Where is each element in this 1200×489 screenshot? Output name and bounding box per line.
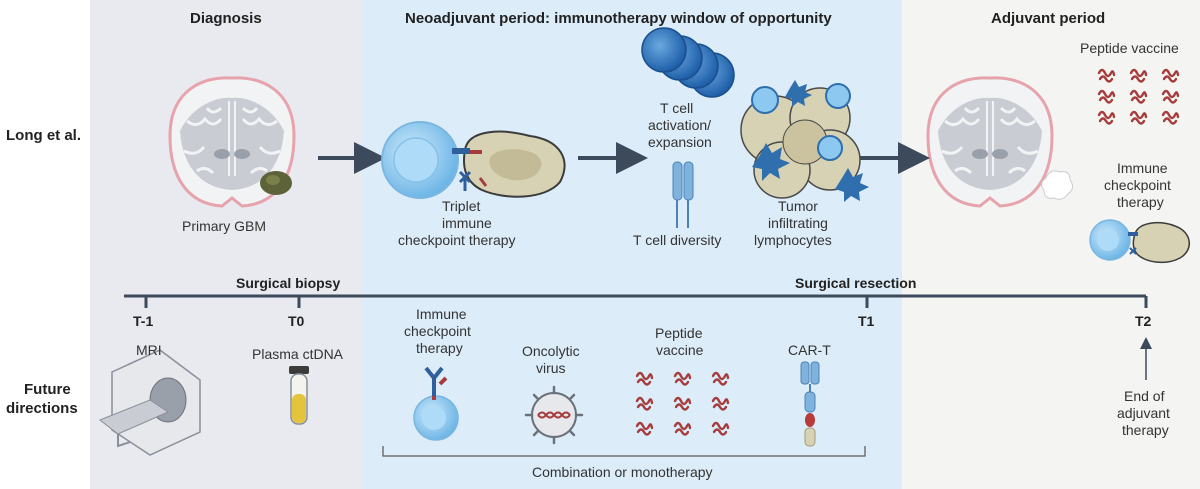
combination-bracket	[382, 446, 866, 457]
tcell-tumor-interaction-icon	[381, 121, 566, 199]
label-end-3: therapy	[1122, 422, 1169, 438]
label-til-2: infiltrating	[768, 215, 828, 231]
label-oncolytic-2: virus	[536, 360, 566, 376]
future-ict-cell-icon	[413, 366, 459, 441]
tcell-receptor-icon	[672, 161, 694, 228]
resection-cavity	[1040, 170, 1074, 200]
oncolytic-virus-icon	[524, 385, 584, 445]
label-mri: MRI	[136, 342, 162, 358]
label-adj-ict-1: Immune	[1117, 160, 1168, 176]
timepoint-tm1: T-1	[133, 313, 154, 329]
adjuvant-checkpoint-icon	[1089, 219, 1190, 264]
plasma-ctdna-tube-icon	[289, 366, 309, 425]
label-tcell-act-1: T cell	[660, 100, 694, 116]
row-label-long: Long et al.	[6, 127, 81, 144]
label-cart: CAR-T	[788, 342, 831, 358]
tumor-infiltrating-lymphocytes-icon	[740, 80, 869, 202]
label-til-3: lymphocytes	[754, 232, 832, 248]
resected-brain	[926, 76, 1054, 208]
event-surgical-resection: Surgical resection	[795, 275, 917, 291]
label-triplet-2: immune	[442, 215, 492, 231]
label-triplet-1: Triplet	[442, 198, 481, 214]
future-peptide-vaccine-icon	[635, 371, 730, 436]
label-peptide-vaccine: Peptide vaccine	[1080, 40, 1179, 56]
label-primary-gbm: Primary GBM	[182, 218, 266, 234]
label-adj-ict-3: therapy	[1117, 194, 1164, 210]
event-surgical-biopsy: Surgical biopsy	[236, 275, 341, 291]
label-triplet-3: checkpoint therapy	[398, 232, 516, 248]
mri-scanner-icon	[99, 349, 201, 456]
timepoint-t2: T2	[1135, 313, 1152, 329]
label-combination: Combination or monotherapy	[532, 464, 713, 480]
label-oncolytic-1: Oncolytic	[522, 343, 580, 359]
label-end-2: adjuvant	[1117, 405, 1170, 421]
label-ctdna: Plasma ctDNA	[252, 346, 344, 362]
timepoint-t0: T0	[288, 313, 305, 329]
cart-receptor-icon	[800, 361, 820, 447]
label-adj-ict-2: checkpoint	[1104, 177, 1171, 193]
adjuvant-peptide-vaccine-icon	[1097, 68, 1180, 125]
label-future-ict-1: Immune	[416, 306, 467, 322]
label-til-1: Tumor	[778, 198, 818, 214]
label-tcell-diversity: T cell diversity	[633, 232, 722, 248]
label-tcell-act-2: activation/	[648, 117, 712, 133]
section-diagnosis: Diagnosis	[190, 10, 262, 27]
label-peptide-2: vaccine	[656, 342, 704, 358]
label-future-ict-2: checkpoint	[404, 323, 471, 339]
timepoint-t1: T1	[858, 313, 875, 329]
section-adjuvant: Adjuvant period	[991, 10, 1106, 27]
label-peptide-1: Peptide	[655, 325, 703, 341]
tcell-expansion-icon	[641, 27, 735, 98]
label-future-ict-3: therapy	[416, 340, 463, 356]
label-tcell-act-3: expansion	[648, 134, 712, 150]
row-label-future-1: Future	[24, 381, 71, 398]
label-end-1: End of	[1124, 388, 1165, 404]
row-label-future-2: directions	[6, 400, 78, 417]
section-neoadjuvant: Neoadjuvant period: immunotherapy window…	[405, 10, 832, 27]
